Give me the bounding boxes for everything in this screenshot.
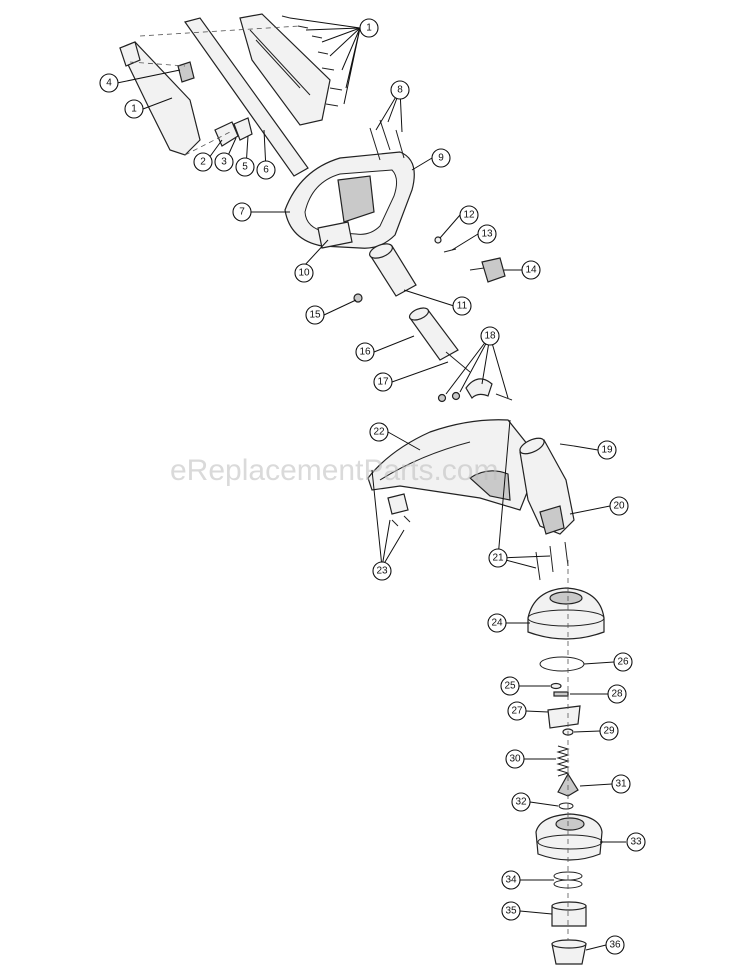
callout-1b: 1 bbox=[124, 99, 144, 119]
svg-text:28: 28 bbox=[611, 689, 623, 700]
callout-7: 7 bbox=[232, 202, 252, 222]
callout-28: 28 bbox=[607, 684, 627, 704]
callout-31: 31 bbox=[611, 774, 631, 794]
callout-19: 19 bbox=[597, 440, 617, 460]
guard-group bbox=[367, 419, 575, 581]
svg-text:3: 3 bbox=[221, 157, 227, 168]
callout-29: 29 bbox=[599, 721, 619, 741]
svg-text:32: 32 bbox=[515, 797, 527, 808]
coupler-group bbox=[353, 236, 513, 403]
svg-text:35: 35 bbox=[505, 906, 517, 917]
loop-handle-group bbox=[284, 119, 415, 249]
svg-text:7: 7 bbox=[239, 207, 245, 218]
svg-text:36: 36 bbox=[609, 940, 621, 951]
svg-text:29: 29 bbox=[603, 726, 615, 737]
svg-text:10: 10 bbox=[298, 268, 310, 279]
svg-text:15: 15 bbox=[309, 310, 321, 321]
callout-21: 21 bbox=[488, 548, 508, 568]
callout-23: 23 bbox=[372, 561, 392, 581]
svg-text:34: 34 bbox=[505, 875, 517, 886]
callout-36: 36 bbox=[605, 935, 625, 955]
svg-text:17: 17 bbox=[377, 377, 389, 388]
svg-text:31: 31 bbox=[615, 779, 627, 790]
callout-33: 33 bbox=[626, 832, 646, 852]
svg-text:23: 23 bbox=[376, 566, 388, 577]
callout-20: 20 bbox=[609, 496, 629, 516]
callout-26: 26 bbox=[613, 652, 633, 672]
svg-text:2: 2 bbox=[200, 157, 206, 168]
callout-34: 34 bbox=[501, 870, 521, 890]
svg-text:14: 14 bbox=[525, 265, 537, 276]
callout-14: 14 bbox=[521, 260, 541, 280]
svg-text:5: 5 bbox=[242, 162, 248, 173]
svg-text:20: 20 bbox=[613, 501, 625, 512]
callout-24: 24 bbox=[487, 613, 507, 633]
svg-text:33: 33 bbox=[630, 837, 642, 848]
callout-4: 4 bbox=[99, 73, 119, 93]
svg-text:1: 1 bbox=[131, 104, 137, 115]
callout-3: 3 bbox=[214, 152, 234, 172]
svg-text:26: 26 bbox=[617, 657, 629, 668]
callout-25: 25 bbox=[500, 676, 520, 696]
callout-22: 22 bbox=[369, 422, 389, 442]
svg-text:22: 22 bbox=[373, 427, 385, 438]
svg-text:25: 25 bbox=[504, 681, 516, 692]
svg-text:30: 30 bbox=[509, 754, 521, 765]
callout-30: 30 bbox=[505, 749, 525, 769]
svg-text:21: 21 bbox=[492, 553, 504, 564]
callout-12: 12 bbox=[459, 205, 479, 225]
svg-text:13: 13 bbox=[481, 229, 493, 240]
trimmer-head-group bbox=[527, 560, 605, 965]
callout-16: 16 bbox=[355, 342, 375, 362]
callout-10: 10 bbox=[294, 263, 314, 283]
callout-2: 2 bbox=[193, 152, 213, 172]
callout-9: 9 bbox=[431, 148, 451, 168]
svg-text:16: 16 bbox=[359, 347, 371, 358]
callout-13: 13 bbox=[477, 224, 497, 244]
upper-housing-group bbox=[119, 13, 343, 177]
callout-8: 8 bbox=[390, 80, 410, 100]
svg-text:11: 11 bbox=[457, 301, 468, 312]
svg-text:12: 12 bbox=[463, 210, 475, 221]
callout-27: 27 bbox=[507, 701, 527, 721]
svg-text:6: 6 bbox=[263, 165, 269, 176]
svg-text:1: 1 bbox=[366, 23, 372, 34]
callout-1a: 1 bbox=[359, 18, 379, 38]
callout-6: 6 bbox=[256, 160, 276, 180]
callout-15: 15 bbox=[305, 305, 325, 325]
svg-text:24: 24 bbox=[491, 618, 503, 629]
callout-35: 35 bbox=[501, 901, 521, 921]
svg-text:18: 18 bbox=[484, 331, 496, 342]
svg-text:4: 4 bbox=[106, 78, 112, 89]
callout-32: 32 bbox=[511, 792, 531, 812]
callout-17: 17 bbox=[373, 372, 393, 392]
svg-text:27: 27 bbox=[511, 706, 523, 717]
svg-text:19: 19 bbox=[601, 445, 613, 456]
watermark: eReplacementParts.com bbox=[170, 454, 498, 487]
svg-text:9: 9 bbox=[438, 153, 444, 164]
callout-5: 5 bbox=[235, 157, 255, 177]
svg-text:8: 8 bbox=[397, 85, 403, 96]
callout-11: 11 bbox=[452, 296, 472, 316]
callout-18: 18 bbox=[480, 326, 500, 346]
